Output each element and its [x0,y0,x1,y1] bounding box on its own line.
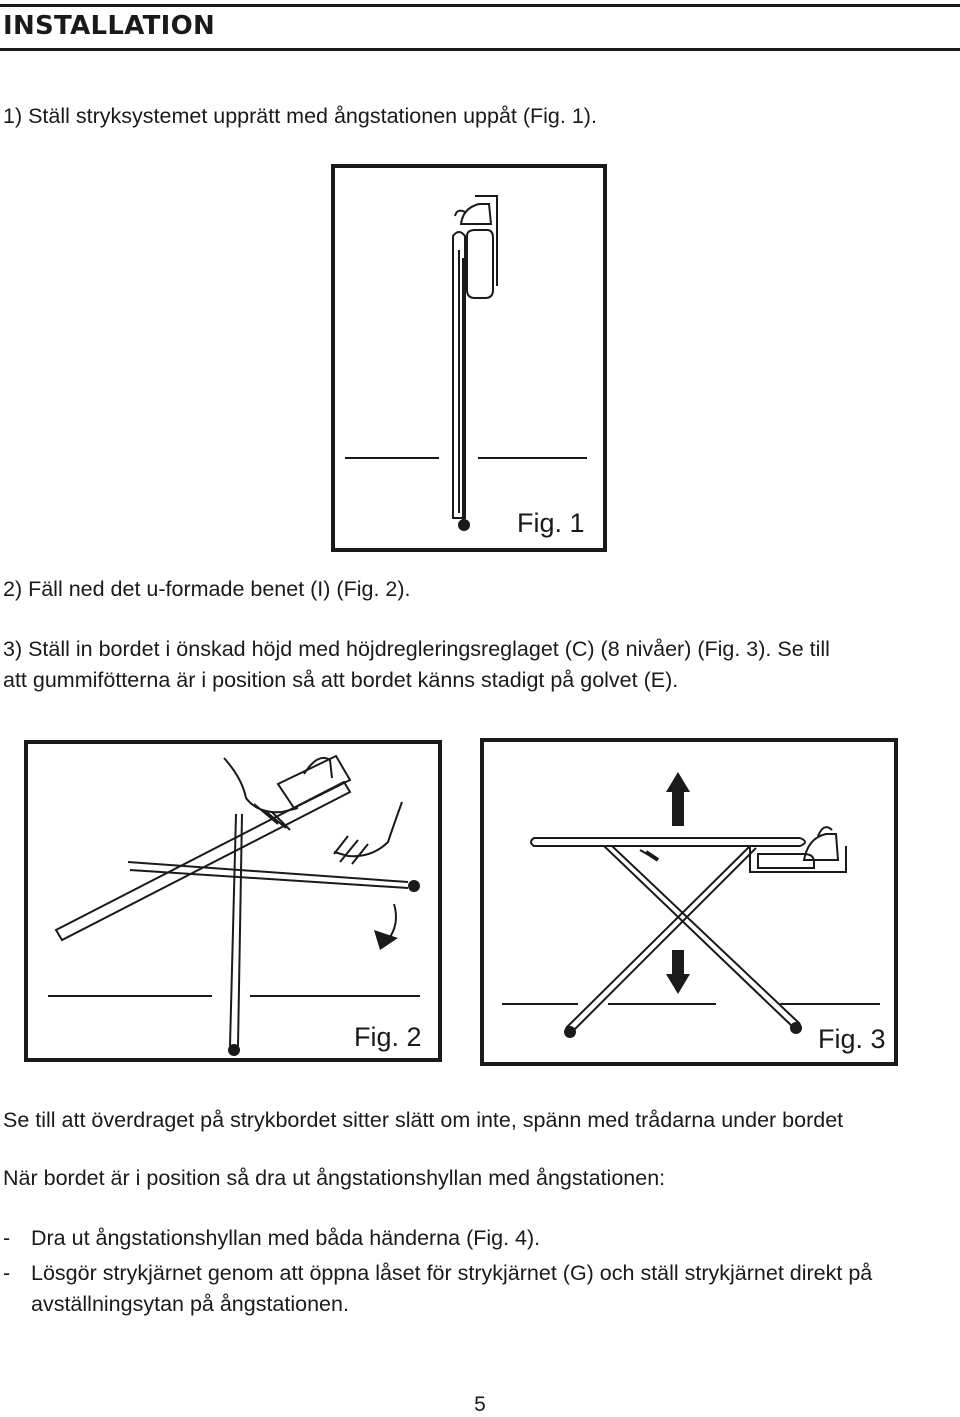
figure-1-illustration [345,195,587,531]
header-bottom-rule [0,48,960,51]
page-title: INSTALLATION [3,11,216,41]
list-item: - Dra ut ångstationshyllan med båda händ… [3,1223,948,1254]
list-item-text: Lösgör strykjärnet genom att öppna låset… [31,1261,873,1316]
figure-2: Fig. 2 [24,740,442,1062]
figure-1-label: Fig. 1 [517,508,585,538]
figure-2-label: Fig. 2 [354,1022,422,1052]
cover-note-text: Se till att överdraget på strykbordet si… [3,1108,844,1132]
figure-3-label: Fig. 3 [818,1024,886,1054]
figure-2-illustration [48,754,420,1056]
list-item: - Lösgör strykjärnet genom att öppna lås… [3,1258,948,1320]
header-top-rule [0,4,960,7]
list-dash: - [3,1226,11,1250]
figure-3-illustration [502,772,880,1038]
step-2-text: 2) Fäll ned det u-formade benet (I) (Fig… [3,577,411,601]
shelf-note-text: När bordet är i position så dra ut ångst… [3,1166,666,1190]
step-1-text: 1) Ställ stryksystemet upprätt med ångst… [3,104,597,128]
list-dash: - [3,1261,11,1285]
figure-1: Fig. 1 [331,164,607,552]
figure-3: Fig. 3 [480,738,898,1066]
step-3-text-line-2: att gummifötterna är i position så att b… [3,668,679,692]
step-3-text-line-1: 3) Ställ in bordet i önskad höjd med höj… [3,637,830,661]
list-item-text: Dra ut ångstationshyllan med båda händer… [31,1226,541,1250]
page-number: 5 [474,1393,486,1416]
